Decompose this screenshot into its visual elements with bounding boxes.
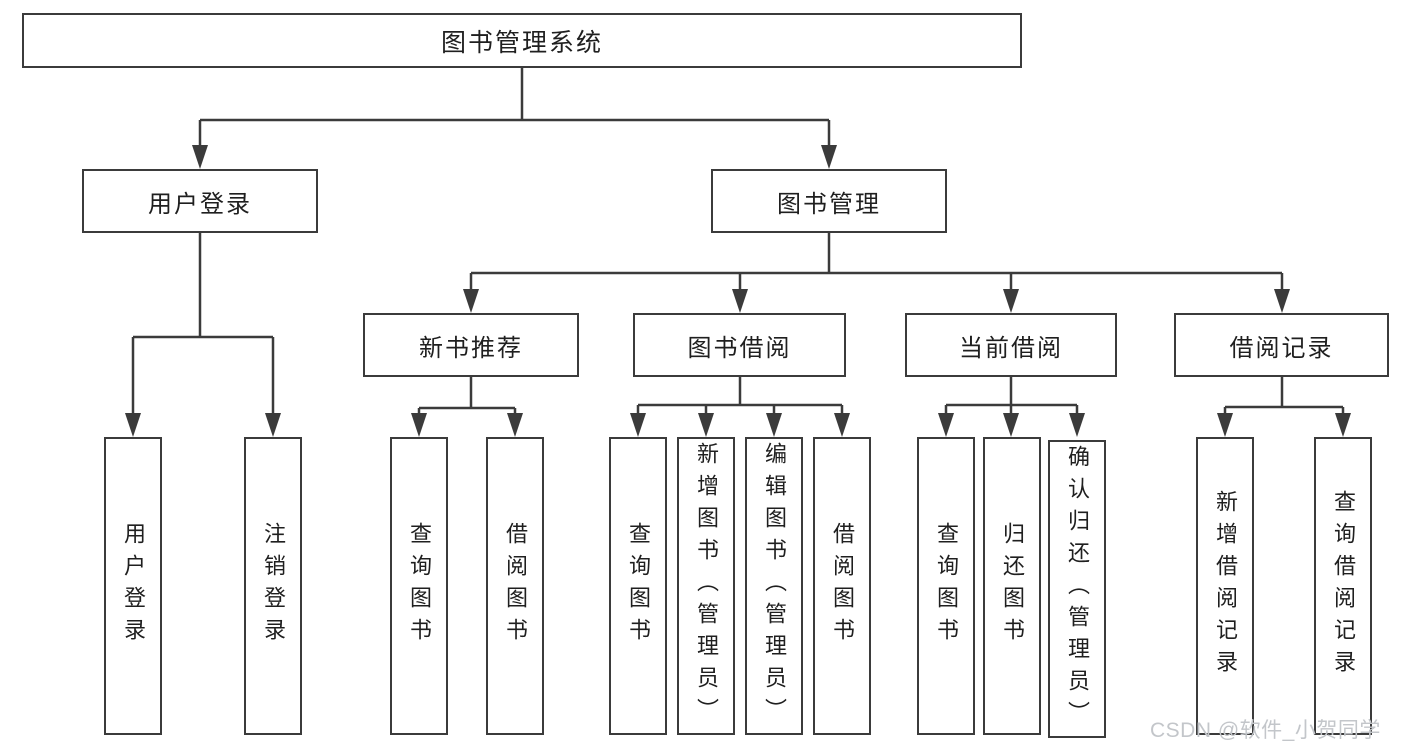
arrowhead-icon (938, 413, 954, 437)
connector-borrow-records-to-leaves (1217, 377, 1351, 437)
arrowhead-icon (821, 145, 837, 169)
node-label: 用户登录 (148, 190, 252, 218)
leaf-borrow-borrow-books: 借阅图书 (813, 437, 871, 735)
node-label: 新增图书（管理员） (694, 442, 719, 730)
leaf-logout: 注销登录 (244, 437, 302, 735)
node-user-login: 用户登录 (82, 169, 318, 233)
arrowhead-icon (1003, 413, 1019, 437)
leaf-borrow-query-books: 查询图书 (609, 437, 667, 735)
node-label: 图书管理 (777, 190, 881, 218)
connector-line (417, 377, 517, 415)
node-label: 查询图书 (407, 522, 432, 650)
node-label: 查询图书 (626, 522, 651, 650)
arrowhead-icon (630, 413, 646, 437)
node-library-system: 图书管理系统 (22, 13, 1022, 68)
node-label: 确认归还（管理员） (1065, 445, 1090, 733)
arrowhead-icon (698, 413, 714, 437)
node-label: 新书推荐 (419, 334, 523, 362)
connector-line (1223, 377, 1345, 415)
node-current-borrowing: 当前借阅 (905, 313, 1117, 377)
node-label: 借阅图书 (830, 522, 855, 650)
arrowhead-icon (1217, 413, 1233, 437)
arrowhead-icon (834, 413, 850, 437)
arrowhead-icon (125, 413, 141, 437)
node-book-management: 图书管理 (711, 169, 947, 233)
arrowhead-icon (766, 413, 782, 437)
leaf-current-return-books: 归还图书 (983, 437, 1041, 735)
leaf-newbooks-query-books: 查询图书 (390, 437, 448, 735)
arrowhead-icon (192, 145, 208, 169)
arrowhead-icon (411, 413, 427, 437)
arrowhead-icon (265, 413, 281, 437)
connector-user-login-to-leaves (125, 233, 281, 437)
leaf-records-add-record: 新增借阅记录 (1196, 437, 1254, 735)
leaf-newbooks-borrow-books: 借阅图书 (486, 437, 544, 735)
arrowhead-icon (1335, 413, 1351, 437)
arrowhead-icon (1003, 289, 1019, 313)
leaf-borrow-edit-books-admin: 编辑图书（管理员） (745, 437, 803, 735)
node-label: 图书管理系统 (440, 28, 603, 57)
arrowhead-icon (463, 289, 479, 313)
arrowhead-icon (1274, 289, 1290, 313)
arrowhead-icon (732, 289, 748, 313)
node-label: 编辑图书（管理员） (762, 442, 787, 730)
node-label: 用户登录 (121, 522, 146, 650)
connector-book-management-to-level3 (463, 233, 1290, 313)
connector-line (131, 233, 275, 415)
csdn-watermark: CSDN @软件_小贺同学 (1150, 719, 1381, 742)
node-label: 归还图书 (1000, 522, 1025, 650)
connector-new-books-to-leaves (411, 377, 523, 437)
node-label: 借阅记录 (1229, 334, 1334, 362)
node-borrowing-records: 借阅记录 (1174, 313, 1389, 377)
node-label: 查询图书 (934, 522, 959, 650)
connector-line (198, 68, 831, 147)
leaf-borrow-add-books-admin: 新增图书（管理员） (677, 437, 735, 735)
connector-line (944, 377, 1079, 415)
connector-root-to-level2 (192, 68, 837, 169)
node-label: 新增借阅记录 (1213, 490, 1238, 682)
leaf-current-query-books: 查询图书 (917, 437, 975, 735)
node-label: 图书借阅 (687, 334, 792, 362)
leaf-records-query-record: 查询借阅记录 (1314, 437, 1372, 735)
connector-line (636, 377, 844, 415)
node-new-book-recommend: 新书推荐 (363, 313, 579, 377)
node-label: 注销登录 (261, 522, 286, 650)
node-label: 查询借阅记录 (1331, 490, 1356, 682)
arrowhead-icon (507, 413, 523, 437)
node-label: 当前借阅 (959, 334, 1063, 362)
connector-line (469, 233, 1284, 291)
node-label: 借阅图书 (503, 522, 528, 650)
connector-book-borrow-to-leaves (630, 377, 850, 437)
node-book-borrowing: 图书借阅 (633, 313, 846, 377)
arrowhead-icon (1069, 413, 1085, 437)
leaf-user-login: 用户登录 (104, 437, 162, 735)
connector-current-borrow-to-leaves (938, 377, 1085, 437)
leaf-current-confirm-return-admin: 确认归还（管理员） (1048, 440, 1106, 738)
